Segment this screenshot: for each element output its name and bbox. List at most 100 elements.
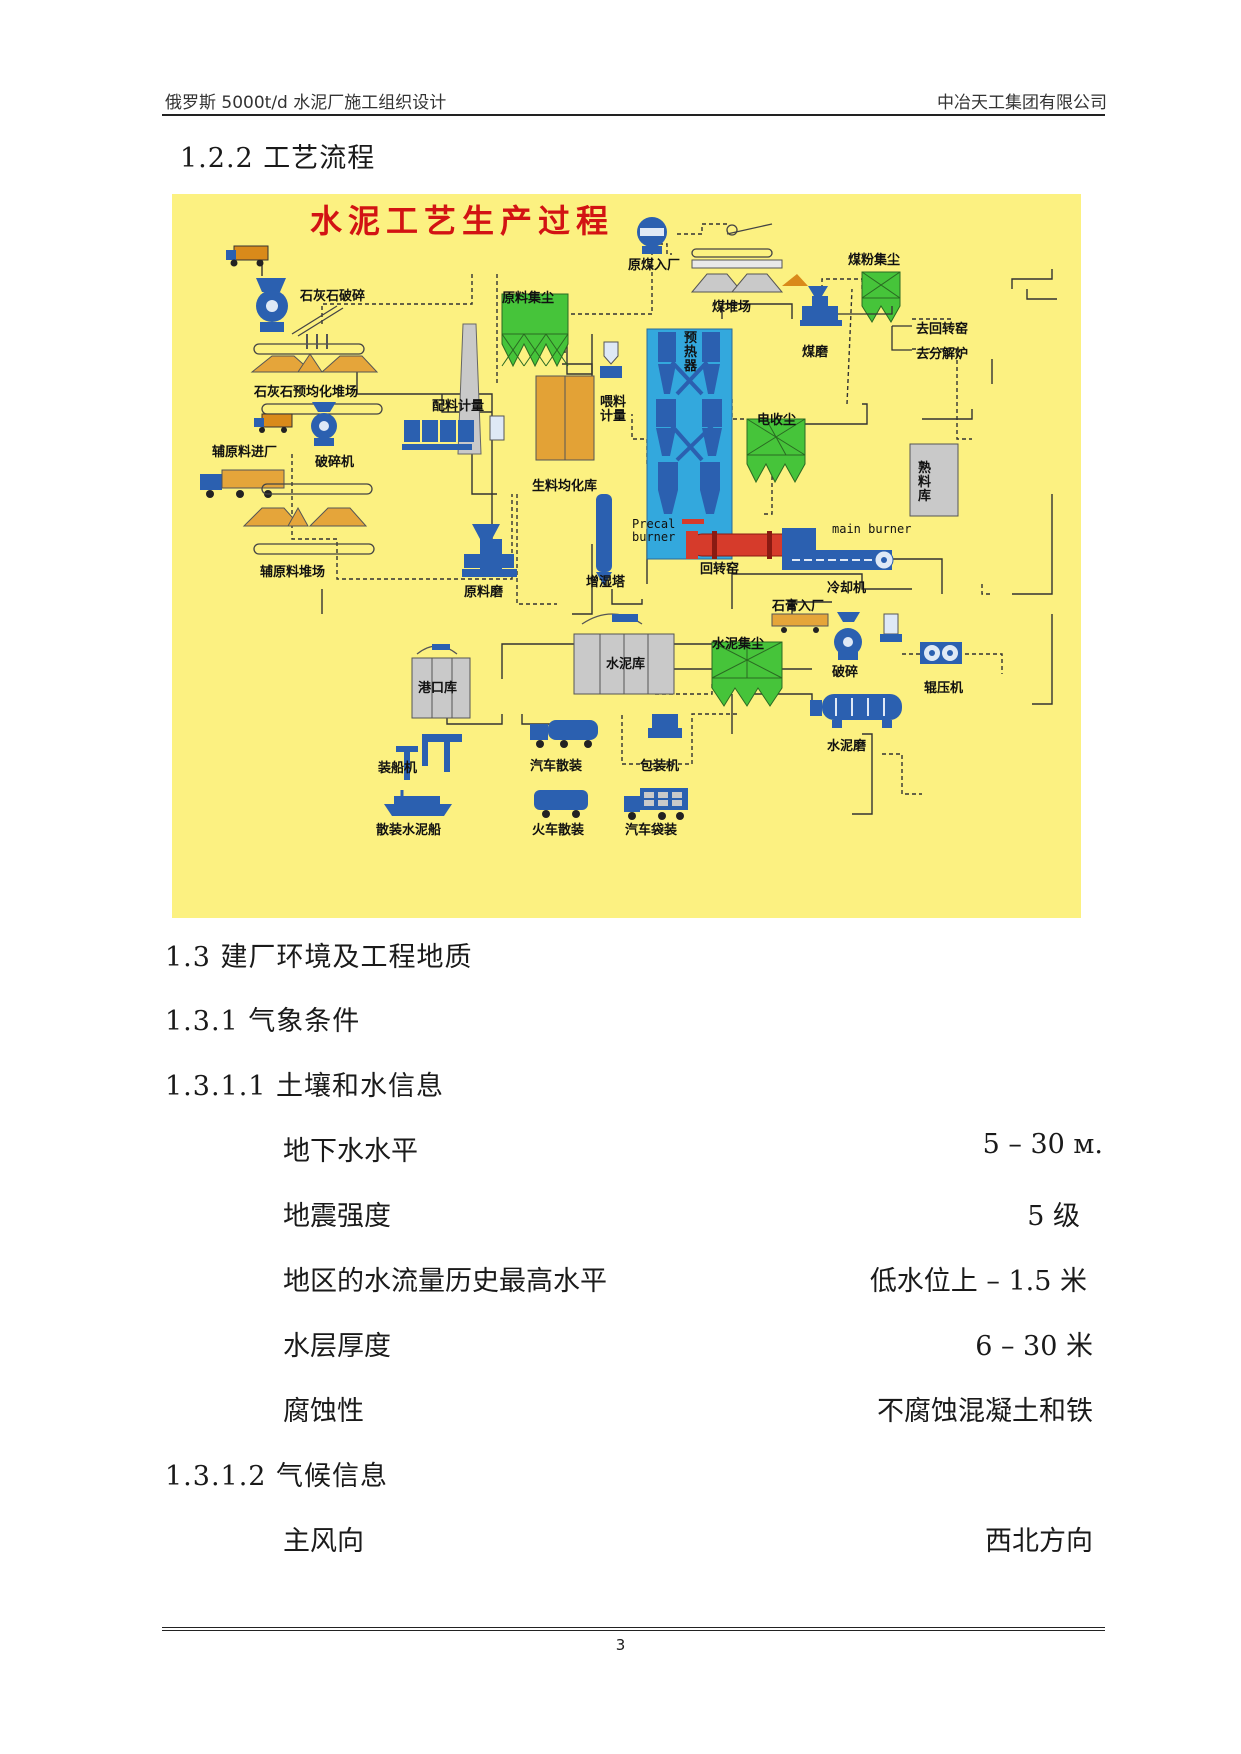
climate-row-label: 主风向 [283, 1526, 364, 1557]
precal-burner-icon [682, 519, 704, 524]
label-raw-mill: 原料磨 [464, 584, 503, 600]
cement-mill-icon [810, 694, 902, 728]
coal-mill-icon [800, 286, 842, 326]
header-rule [162, 114, 1105, 116]
diagram-title: 水泥工艺生产过程 [310, 202, 614, 240]
soil-row-label: 水层厚度 [283, 1331, 391, 1362]
ship-loader-icon [396, 734, 462, 780]
label-batching: 配料计量 [432, 398, 484, 414]
limestone-truck-icon [226, 245, 269, 267]
label-precal-1: Precal [632, 517, 675, 531]
soil-row-value: 5 级 [1027, 1201, 1080, 1232]
climate-row-value: 西北方向 [985, 1526, 1093, 1557]
label-aux-yard: 辅原料堆场 [260, 564, 325, 580]
label-cement-mill: 水泥磨 [827, 738, 866, 754]
aux-conveyor-icon [253, 483, 375, 555]
label-precal-2: burner [632, 530, 675, 544]
label-clinker-2: 料 [918, 474, 931, 490]
label-packer: 包装机 [640, 758, 679, 774]
coal-conveyor-icon [691, 223, 773, 258]
process-diagram: 水泥工艺生产过程 石灰石破碎 石灰石预均化堆场 [172, 194, 1081, 918]
coal-crane-icon [637, 217, 667, 254]
label-clinker-1: 熟 [918, 460, 931, 476]
label-limestone-yard: 石灰石预均化堆场 [253, 384, 358, 400]
section-heading-1-3-1-1: 1.3.1.1 土壤和水信息 [165, 1071, 445, 1102]
header-left: 俄罗斯 5000t/d 水泥厂施工组织设计 [165, 93, 447, 113]
feed-meter-icon [600, 341, 622, 378]
truck-bag-icon [624, 788, 688, 820]
gypsum-hopper-icon [880, 613, 902, 642]
label-to-kiln: 去回转窑 [916, 321, 968, 337]
label-aux-in: 辅原料进厂 [212, 444, 277, 460]
gypsum-lorry-icon [771, 613, 829, 633]
raw-mill-icon [462, 524, 517, 577]
header-right: 中冶天工集团有限公司 [937, 93, 1107, 113]
aux-crusher-icon [311, 402, 337, 446]
truck-bulk-icon [530, 720, 598, 748]
coal-yard-icon [690, 259, 808, 293]
label-feed-meter-2: 计量 [600, 408, 626, 424]
footer-rule [162, 1627, 1105, 1631]
soil-row-value: 低水位上 – 1.5 米 [869, 1266, 1087, 1297]
label-preheater-2: 热 [684, 344, 697, 360]
aux-truck-icon [254, 413, 293, 433]
label-conditioning: 增湿塔 [586, 574, 626, 590]
section-heading-1-3: 1.3 建厂环境及工程地质 [165, 942, 473, 973]
coal-dist-lines [838, 306, 912, 351]
soil-row-value: 6 – 30 米 [975, 1331, 1093, 1362]
soil-row-label: 地区的水流量历史最高水平 [283, 1266, 607, 1297]
train-bulk-icon [534, 790, 588, 818]
soil-row-label: 地震强度 [283, 1201, 391, 1232]
label-truck-bag: 汽车袋装 [625, 822, 677, 838]
aux-pile-icon [242, 506, 368, 527]
page-number: 3 [615, 1636, 626, 1654]
label-roller-press: 辊压机 [924, 680, 963, 696]
raw-dust-collector-icon [501, 293, 569, 368]
label-coal-yard: 煤堆场 [712, 299, 751, 315]
cement-silo-icon [573, 613, 675, 695]
label-ship-loader: 装船机 [377, 760, 417, 776]
label-limestone-crush: 石灰石破碎 [299, 288, 365, 304]
label-train-bulk: 火车散装 [532, 822, 584, 838]
label-port-silo: 港口库 [418, 680, 457, 696]
conditioning-tower-icon [596, 494, 612, 586]
label-feed-meter-1: 喂料 [600, 394, 626, 410]
port-silo-icon [411, 644, 471, 719]
label-gypsum-crush: 破碎 [832, 664, 858, 680]
section-heading-1-2-2: 1.2.2 工艺流程 [180, 143, 376, 174]
label-clinker-3: 库 [918, 488, 931, 504]
soil-row-label: 地下水水平 [283, 1136, 418, 1167]
gypsum-crusher-icon [834, 612, 862, 660]
limestone-pile-icon [250, 334, 379, 373]
cement-dust-collector-icon [711, 641, 783, 707]
clinker-silo-icon [909, 443, 959, 517]
label-preheater-1: 预 [684, 331, 697, 346]
esp-collector-icon [746, 418, 806, 484]
section-heading-1-3-1: 1.3.1 气象条件 [165, 1006, 361, 1037]
label-coal-dust: 煤粉集尘 [848, 252, 900, 268]
label-preheater-3: 器 [683, 359, 698, 374]
rotary-kiln-icon [686, 531, 801, 559]
limestone-crusher-icon [256, 278, 288, 332]
soil-row-value: 不腐蚀混凝土和铁 [877, 1396, 1093, 1427]
label-raw-silo: 生料均化库 [532, 478, 597, 494]
label-cement-dust: 水泥集尘 [712, 636, 764, 652]
label-raw-dust: 原料集尘 [502, 290, 554, 306]
coal-dust-collector-icon [861, 271, 901, 323]
label-gypsum-in: 石膏入厂 [771, 598, 824, 614]
label-cement-silo: 水泥库 [606, 656, 645, 672]
soil-row-label: 腐蚀性 [283, 1396, 364, 1427]
packer-icon [648, 714, 682, 738]
label-ship-bulk: 散装水泥船 [376, 822, 441, 838]
label-main-burner: main burner [832, 522, 911, 536]
label-cooler: 冷却机 [827, 580, 866, 596]
label-esp: 电收尘 [757, 412, 796, 428]
label-kiln: 回转窑 [700, 561, 739, 577]
batching-bins-icon [402, 415, 505, 450]
label-crusher: 破碎机 [315, 454, 354, 470]
section-heading-1-3-1-2: 1.3.1.2 气候信息 [165, 1461, 389, 1492]
label-coal-mill: 煤磨 [802, 344, 828, 360]
cooler-icon [782, 528, 894, 570]
roller-press-icon [920, 642, 962, 664]
label-to-calciner: 去分解炉 [916, 346, 968, 362]
